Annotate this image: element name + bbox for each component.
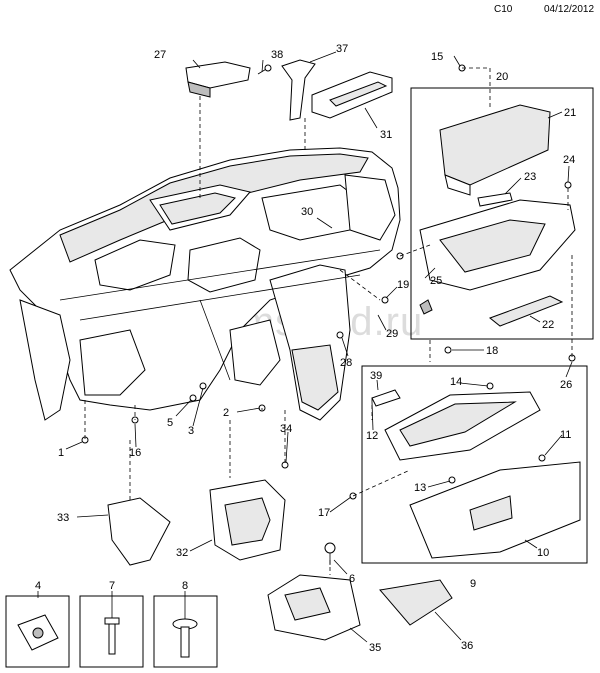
callout-36: 36: [461, 640, 473, 652]
part-27-module: [185, 61, 251, 98]
callout-4: 4: [35, 580, 41, 592]
callout-16: 16: [129, 447, 141, 459]
callout-2: 2: [223, 407, 229, 419]
callout-13: 13: [414, 482, 426, 494]
callout-29: 29: [386, 328, 398, 340]
part-31-trim: [311, 71, 393, 119]
diagram-code: C10: [494, 4, 513, 15]
detail-box-4: [5, 595, 70, 668]
callout-24: 24: [563, 154, 575, 166]
callout-32: 32: [176, 547, 188, 559]
part-8-bolt: [172, 618, 198, 658]
glovebox-upper-group-frame: [410, 87, 594, 340]
callout-21: 21: [564, 107, 576, 119]
part-6-pushpin: [324, 542, 336, 565]
callout-18: 18: [486, 345, 498, 357]
callout-23: 23: [524, 171, 536, 183]
instrument-panel: [9, 147, 401, 421]
callout-27: 27: [154, 49, 166, 61]
part-33-bracket: [107, 497, 171, 566]
part-32-bezel: [209, 479, 286, 561]
part-25-clip: [419, 299, 433, 315]
callout-7: 7: [109, 580, 115, 592]
callout-17: 17: [318, 507, 330, 519]
diagram-date: 04/12/2012: [544, 4, 595, 15]
callout-28: 28: [340, 357, 352, 369]
part-23-latch: [477, 192, 513, 207]
assembly-lines: [84, 67, 573, 575]
callout-5: 5: [167, 417, 173, 429]
lower-glovebox-housing: [384, 391, 541, 461]
glovebox-lower-group-frame: [361, 365, 588, 564]
callout-25: 25: [430, 275, 442, 287]
callout-1: 1: [58, 447, 64, 459]
leader-lines: [37, 51, 573, 643]
callout-39: 39: [370, 370, 382, 382]
part-37-bracket: [281, 59, 316, 121]
part-4-nut: [17, 614, 59, 651]
callout-9: 9: [470, 578, 476, 590]
callout-14: 14: [450, 376, 462, 388]
part-39-rod: [371, 389, 401, 407]
callout-34: 34: [280, 423, 292, 435]
callout-3: 3: [188, 425, 194, 437]
callout-12: 12: [366, 430, 378, 442]
callout-11: 11: [560, 429, 571, 441]
callout-37: 37: [336, 43, 348, 55]
callout-30: 30: [301, 206, 313, 218]
detail-box-7: [79, 595, 144, 668]
callout-8: 8: [182, 580, 188, 592]
callout-10: 10: [537, 547, 549, 559]
callout-19: 19: [397, 279, 409, 291]
callout-35: 35: [369, 642, 381, 654]
part-7-bolt: [104, 617, 120, 655]
detail-box-8: [153, 595, 218, 668]
callouts: 27 38 37 31 15 20 21 24 23 30 25 19 29 2…: [35, 43, 576, 654]
part-22-pad: [488, 295, 564, 327]
callout-20: 20: [496, 71, 508, 83]
upper-glovebox-housing: [419, 199, 576, 291]
part-10-door: [409, 461, 581, 559]
callout-6: 6: [349, 573, 355, 585]
part-35-console: [267, 574, 361, 641]
part-21-lid: [439, 104, 551, 196]
callout-33: 33: [57, 512, 69, 524]
callout-15: 15: [431, 51, 443, 63]
callout-22: 22: [542, 319, 554, 331]
part-38-screw: [257, 64, 272, 75]
callout-38: 38: [271, 49, 283, 61]
part-36-tray: [379, 579, 453, 626]
callout-31: 31: [380, 129, 392, 141]
callout-26: 26: [560, 379, 572, 391]
